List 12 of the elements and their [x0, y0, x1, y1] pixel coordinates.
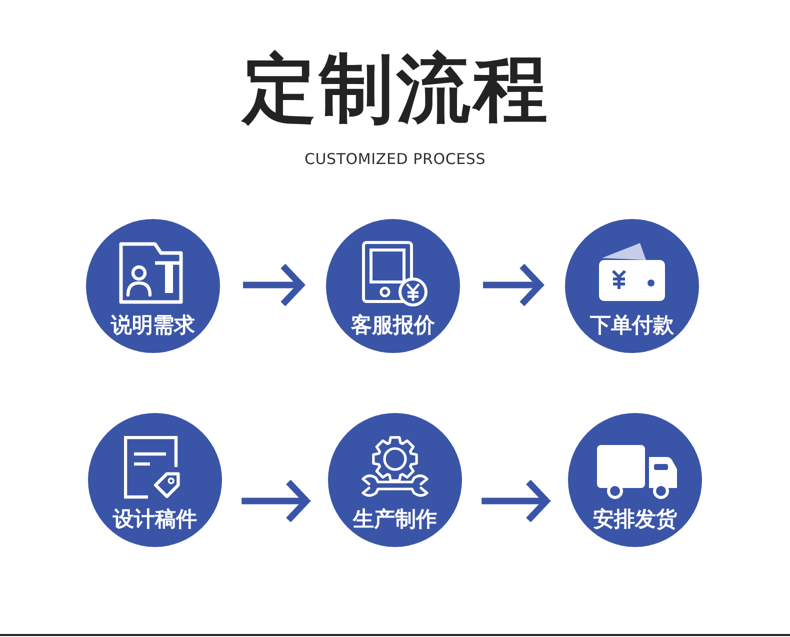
step-label: 下单付款 [590, 313, 674, 338]
arrow [242, 478, 310, 524]
title: 定制流程 [240, 50, 550, 128]
arrow [243, 262, 304, 308]
subtitle: CUSTOMIZED PROCESS [304, 149, 486, 169]
step-label: 生产制作 [353, 507, 437, 532]
step-label: 设计稿件 [113, 507, 197, 532]
arrow [482, 478, 550, 524]
step-label: 客服报价 [351, 313, 435, 338]
step-label: 安排发货 [593, 507, 677, 532]
step-label: 说明需求 [111, 313, 195, 338]
arrow [483, 262, 544, 308]
